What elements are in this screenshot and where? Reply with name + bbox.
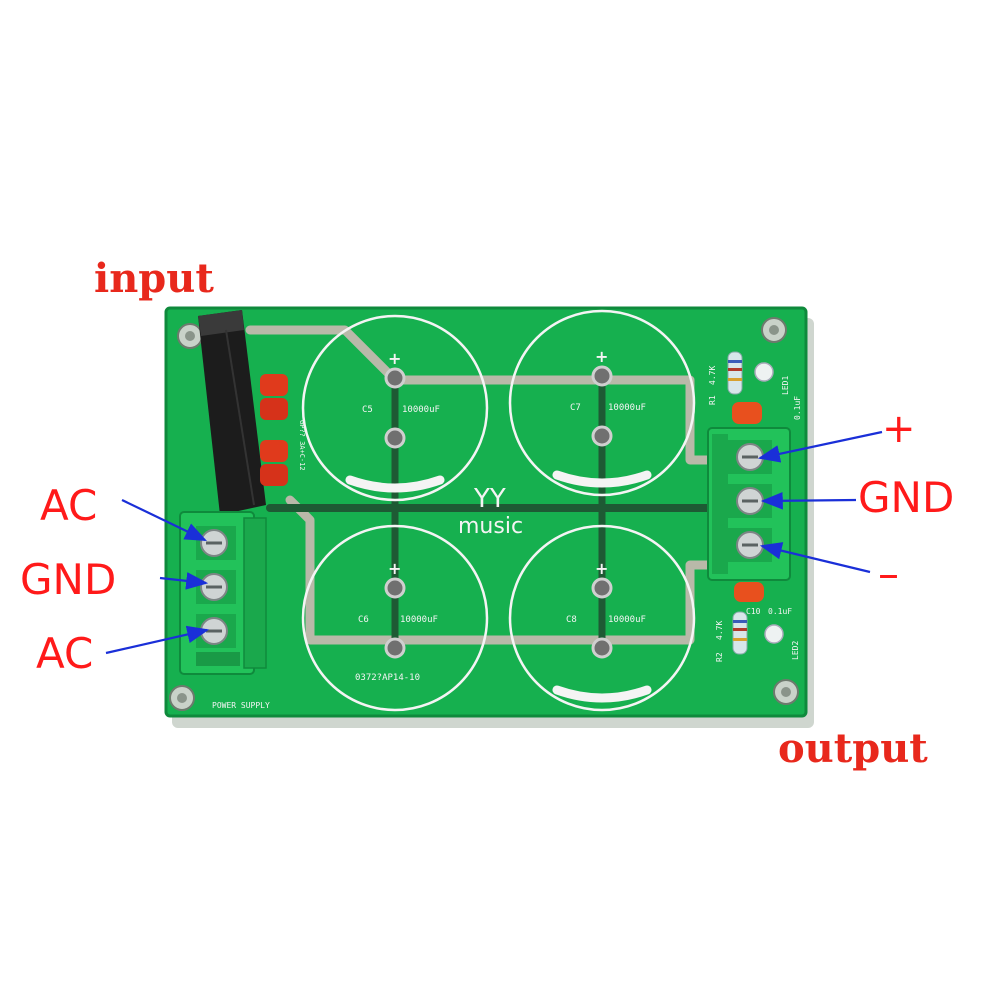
capacitor-c5: + C5 10000uF	[301, 314, 489, 502]
gnd-label-left: GND	[20, 555, 116, 604]
resistor-ref: R2	[715, 652, 724, 662]
arrow-plus	[757, 430, 883, 463]
ac-label-bottom: AC	[36, 629, 93, 678]
led2	[764, 624, 784, 644]
resistor-value: 4.7K	[708, 366, 717, 385]
mounting-hole	[169, 685, 195, 711]
capacitor-c9	[732, 402, 762, 424]
callout-arrows	[105, 430, 883, 655]
capacitor-c7: + C7 10000uF	[508, 309, 696, 497]
input-label: input	[94, 255, 214, 302]
bridge-rectifier	[198, 310, 266, 515]
filter-capacitor-red	[260, 374, 288, 486]
minus-label: –	[878, 549, 899, 598]
screw-terminal	[196, 526, 236, 560]
mounting-hole	[773, 679, 799, 705]
screw-terminal	[196, 570, 236, 604]
led-label: LED1	[781, 376, 790, 395]
ac-label-top: AC	[40, 481, 97, 530]
output-terminal-block	[707, 427, 791, 581]
resistor-r1	[727, 351, 743, 395]
board-caption: POWER SUPPLY	[212, 701, 270, 710]
part-number: 0372?AP14-10	[355, 673, 420, 683]
output-label: output	[778, 725, 928, 772]
arrow-gnd-right	[760, 491, 857, 510]
board-logo-music: music	[458, 514, 523, 539]
arrow-minus	[759, 542, 871, 574]
capacitor-c8: + C8 10000uF	[508, 524, 696, 712]
polarity-mark: +	[595, 559, 608, 578]
capacitor-ref: C6	[358, 615, 369, 625]
small-cap-ref: C10	[746, 607, 761, 616]
capacitor-c6: + C6 10000uF 0372?AP14-10	[301, 524, 489, 712]
input-terminal-block	[179, 511, 267, 675]
small-cap-value: 0.1uF	[768, 607, 792, 616]
capacitor-value: 10000uF	[608, 615, 646, 625]
polarity-mark: +	[388, 349, 401, 368]
arrow-ac-top	[121, 499, 207, 541]
screw-terminal	[728, 528, 772, 562]
mounting-hole	[761, 317, 787, 343]
capacitor-value: 10000uF	[400, 615, 438, 625]
mounting-hole	[177, 323, 203, 349]
capacitor-value: 10000uF	[402, 405, 440, 415]
resistor-ref: R1	[708, 395, 717, 405]
small-cap-value: 0.1uF	[793, 396, 802, 420]
capacitor-ref: C5	[362, 405, 373, 415]
capacitor-value: 10000uF	[608, 403, 646, 413]
arrow-ac-bottom	[105, 625, 210, 655]
arrow-gnd-left	[159, 572, 209, 590]
screw-terminal	[728, 440, 772, 474]
led-label: LED2	[791, 641, 800, 660]
bridge-marking: GP?? 3A+C-12	[298, 420, 306, 471]
copper-traces	[245, 325, 717, 654]
capacitor-ref: C7	[570, 403, 581, 413]
plus-label: +	[882, 406, 916, 452]
led1	[754, 362, 774, 382]
board-logo-yy: YY	[473, 484, 506, 514]
resistor-r2	[732, 611, 748, 655]
gnd-label-right: GND	[858, 473, 954, 522]
pcb-board: + C5 10000uF + C7 10000uF + C6 10000uF 0…	[164, 306, 808, 718]
capacitor-c10	[734, 582, 764, 602]
resistor-value: 4.7K	[715, 621, 724, 640]
polarity-mark: +	[388, 559, 401, 578]
polarity-mark: +	[595, 347, 608, 366]
capacitor-ref: C8	[566, 615, 577, 625]
